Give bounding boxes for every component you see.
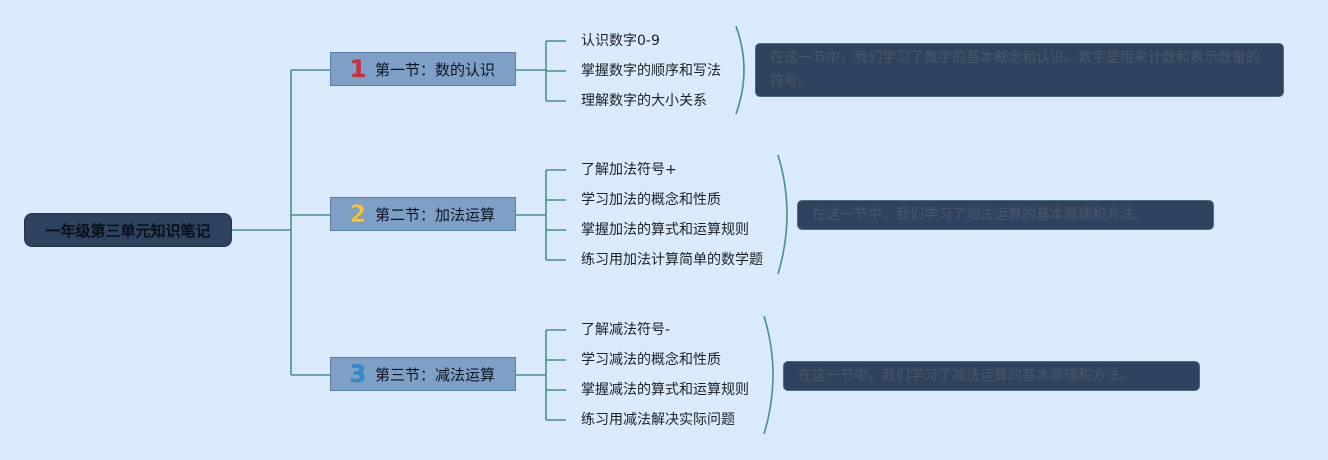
number-3-icon: 3 xyxy=(349,360,367,389)
number-1-icon: 1 xyxy=(349,55,367,84)
leaf-item[interactable]: 掌握加法的算式和运算规则 xyxy=(581,222,749,238)
section-2-bracket xyxy=(777,154,788,275)
section-node-3[interactable]: 3 第三节：减法运算 xyxy=(330,357,516,391)
summary-note-2[interactable]: 在这一节中，我们学习了加法运算的基本原理和方法。 xyxy=(798,201,1213,229)
section-2-leaf-ticks xyxy=(546,169,566,261)
leaf-item[interactable]: 掌握数字的顺序和写法 xyxy=(581,63,721,79)
root-node[interactable]: 一年级第三单元知识笔记 xyxy=(25,214,231,246)
leaf-item[interactable]: 了解减法符号- xyxy=(581,322,671,338)
section-3-leaf-ticks xyxy=(546,329,566,421)
leaf-item[interactable]: 练习用减法解决实际问题 xyxy=(581,412,735,428)
section-title: 第一节：数的认识 xyxy=(375,60,496,79)
leaf-item[interactable]: 认识数字0-9 xyxy=(581,33,660,49)
section-node-1[interactable]: 1 第一节：数的认识 xyxy=(330,52,516,86)
number-2-icon: 2 xyxy=(349,200,367,229)
leaf-item[interactable]: 理解数字的大小关系 xyxy=(581,93,707,109)
section-1-leaf-ticks xyxy=(546,40,566,102)
root-title: 一年级第三单元知识笔记 xyxy=(45,221,211,240)
section-1-bracket xyxy=(735,25,745,115)
section-node-2[interactable]: 2 第二节：加法运算 xyxy=(330,197,516,231)
summary-note-3[interactable]: 在这一节中，我们学习了减法运算的基本原理和方法。 xyxy=(784,362,1199,390)
summary-note-1[interactable]: 在这一节中，我们学习了数字的基本概念和认识。数字是用来计数和表示数量的符号。 xyxy=(756,44,1283,96)
leaf-item[interactable]: 学习加法的概念和性质 xyxy=(581,192,721,208)
leaf-item[interactable]: 掌握减法的算式和运算规则 xyxy=(581,382,749,398)
leaf-item[interactable]: 练习用加法计算简单的数学题 xyxy=(581,252,763,268)
leaf-item[interactable]: 学习减法的概念和性质 xyxy=(581,352,721,368)
section-title: 第二节：加法运算 xyxy=(375,205,496,224)
leaf-item[interactable]: 了解加法符号+ xyxy=(581,162,677,178)
section-title: 第三节：减法运算 xyxy=(375,365,496,384)
section-3-bracket xyxy=(763,315,774,435)
